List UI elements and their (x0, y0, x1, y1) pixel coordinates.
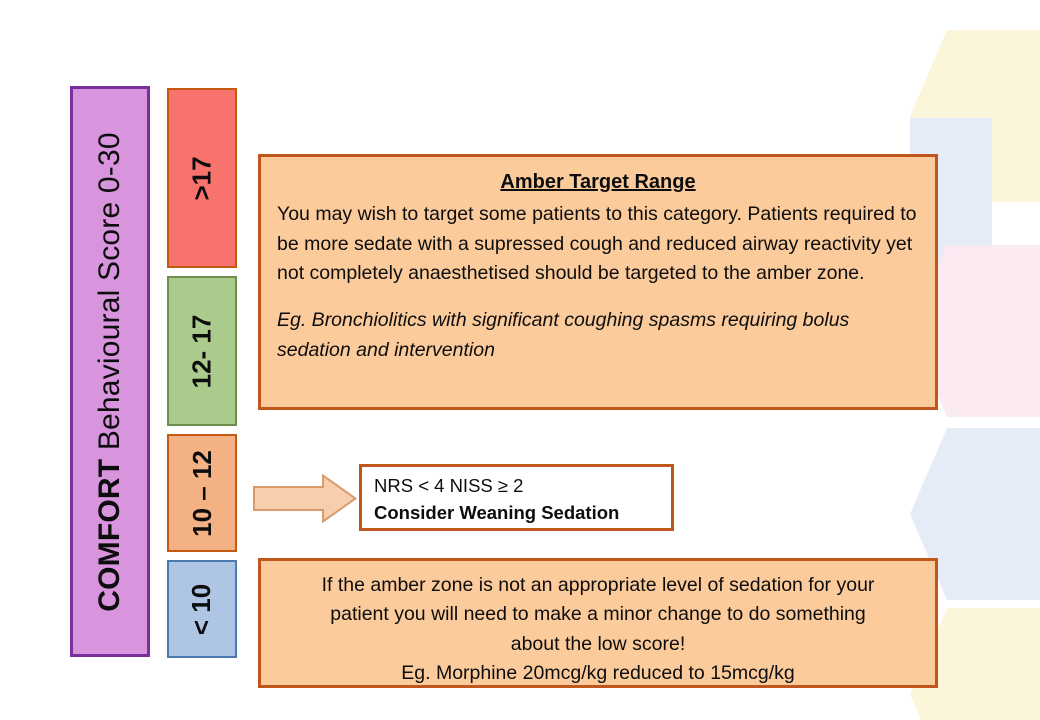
score-band-under-10-label: < 10 (186, 583, 217, 635)
comfort-score-title-text: COMFORT Behavioural Score 0-30 (93, 132, 127, 612)
low-score-advice-box: If the amber zone is not an appropriate … (258, 558, 938, 688)
comfort-score-title-bar: COMFORT Behavioural Score 0-30 (70, 86, 150, 657)
score-band-12-17-label: 12- 17 (186, 314, 217, 388)
low-score-line-2: patient you will need to make a minor ch… (330, 603, 866, 626)
weaning-action-line: Consider Weaning Sedation (374, 501, 620, 523)
low-score-line-1: If the amber zone is not an appropriate … (321, 574, 875, 596)
score-band-10-12: 10 – 12 (167, 434, 237, 552)
amber-box-spacer (277, 289, 919, 306)
score-band-10-12-label: 10 – 12 (186, 449, 217, 537)
amber-target-range-box: Amber Target Range You may wish to targe… (258, 154, 938, 410)
title-rest-part: Behavioural Score 0-30 (93, 131, 126, 450)
low-score-line-3: about the low score! (510, 632, 686, 655)
low-score-line-4: Eg. Morphine 20mcg/kg reduced to 15mcg/k… (401, 661, 795, 684)
score-band-above-17-label: >17 (186, 155, 217, 201)
amber-target-range-heading: Amber Target Range (500, 171, 696, 193)
amber-target-range-paragraph: You may wish to target some patients to … (277, 203, 917, 285)
score-band-12-17: 12- 17 (167, 276, 237, 426)
title-strong-part: COMFORT (93, 449, 126, 612)
score-band-under-10: < 10 (167, 560, 237, 658)
score-band-above-17: >17 (167, 88, 237, 268)
amber-target-range-example: Eg. Bronchiolitics with significant coug… (277, 308, 850, 361)
weaning-sedation-box: NRS < 4 NISS ≥ 2 Consider Weaning Sedati… (359, 464, 674, 531)
right-arrow-icon (253, 474, 357, 523)
weaning-scores-line: NRS < 4 NISS ≥ 2 (374, 475, 524, 496)
